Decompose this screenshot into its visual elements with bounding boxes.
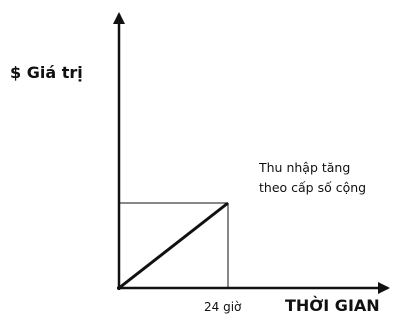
y-axis-label: $ Giá trị — [10, 63, 83, 82]
annotation-line-2: theo cấp số cộng — [259, 180, 367, 195]
x-axis-label: THỜI GIAN — [285, 296, 380, 315]
income-line — [118, 201, 229, 290]
annotation: Thu nhập tăng theo cấp số cộng — [259, 158, 366, 198]
x-tick-label: 24 giờ — [204, 300, 242, 314]
annotation-line-1: Thu nhập tăng — [259, 160, 351, 175]
